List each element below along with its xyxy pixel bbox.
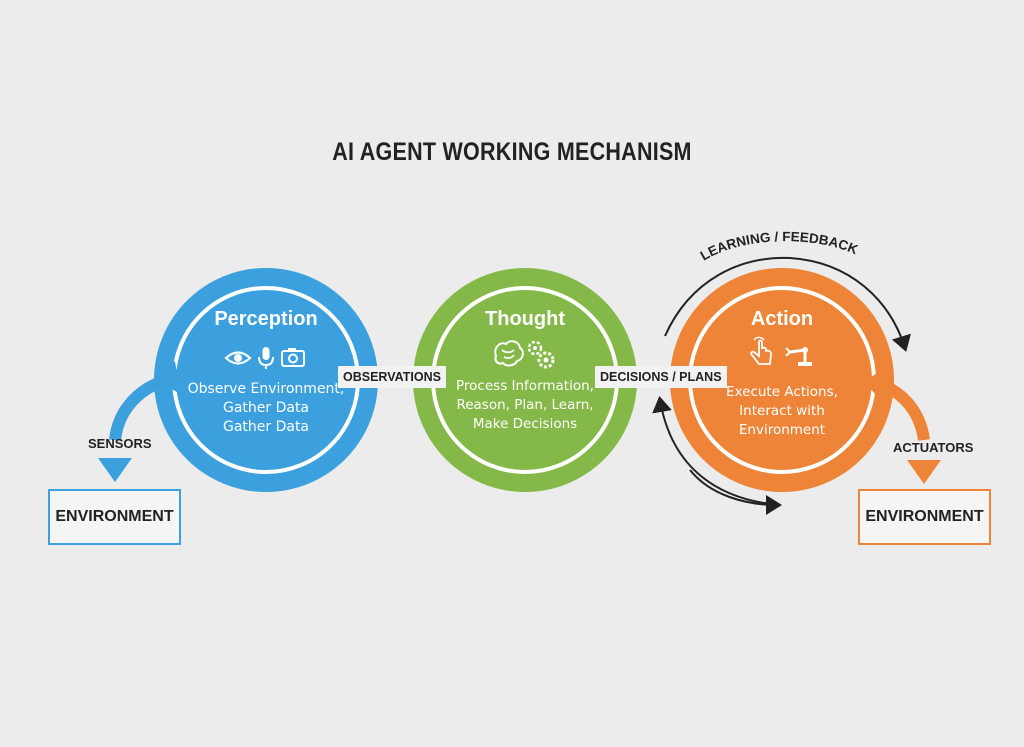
brain-icon — [494, 340, 524, 367]
perception-description-line: Gather Data — [222, 400, 310, 416]
perception-title: Perception — [214, 308, 318, 330]
learning-feedback-label: LEARNING / FEEDBACK — [698, 229, 861, 263]
perception-description-line: Observe Environment, — [187, 381, 345, 397]
thought-description-line: Make Decisions — [472, 416, 578, 432]
thought-description-line: Process Information, — [456, 378, 594, 394]
thought-description-line: Reason, Plan, Learn, — [456, 397, 594, 413]
sensors-arrow — [98, 360, 181, 482]
svg-text:LEARNING / FEEDBACK: LEARNING / FEEDBACK — [698, 229, 861, 263]
thought-description: Process Information, Reason, Plan, Learn… — [445, 377, 605, 434]
microphone-icon — [258, 347, 274, 369]
hand-tap-icon — [750, 336, 772, 365]
environment-box-right: ENVIRONMENT — [858, 489, 991, 545]
decisions-plans-label: DECISIONS / PLANS — [595, 366, 727, 388]
observations-label: OBSERVATIONS — [338, 366, 446, 388]
gears-icon — [527, 340, 555, 369]
perception-description-line: Gather Data — [222, 419, 310, 435]
diagram-title: AI AGENT WORKING MECHANISM — [332, 138, 692, 166]
actuators-arrow — [864, 367, 941, 484]
thought-title: Thought — [485, 308, 565, 330]
action-description-line: Execute Actions, — [726, 384, 838, 400]
action-description: Execute Actions, Interact with Environme… — [702, 383, 862, 440]
feedback-loop-arrows — [652, 256, 911, 515]
actuators-label: ACTUATORS — [893, 440, 974, 455]
eye-icon — [224, 351, 252, 365]
action-title: Action — [750, 308, 814, 330]
action-description-line: Environment — [738, 422, 826, 438]
environment-box-left: ENVIRONMENT — [48, 489, 181, 545]
perception-description: Observe Environment, Gather Data Gather … — [186, 380, 346, 437]
camera-icon — [281, 348, 305, 367]
action-description-line: Interact with — [739, 403, 825, 419]
robot-arm-icon — [785, 347, 812, 366]
sensors-label: SENSORS — [88, 436, 152, 451]
